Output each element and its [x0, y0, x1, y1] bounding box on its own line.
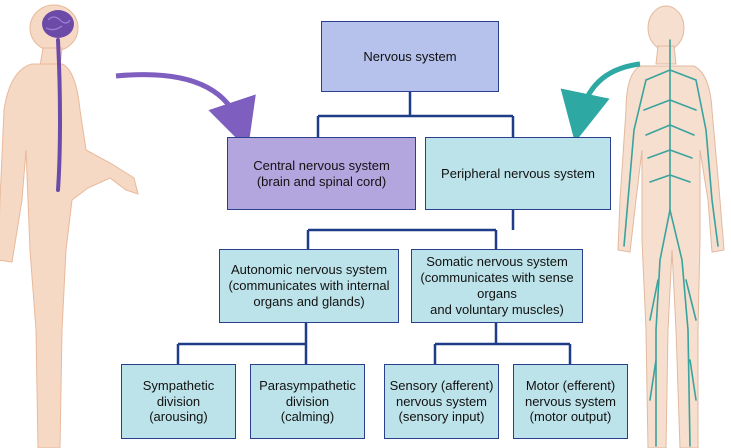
sensory-nervous-system-box: Sensory (afferent) nervous system (senso… — [384, 364, 499, 439]
parasympathetic-division-box: Parasympathetic division (calming) — [250, 364, 365, 439]
brain-icon — [42, 10, 74, 38]
human-figure-cns-icon — [0, 4, 139, 448]
autonomic-nervous-system-box: Autonomic nervous system (communicates w… — [219, 249, 399, 323]
spinal-cord-icon — [56, 38, 63, 192]
nervous-system-box: Nervous system — [321, 21, 499, 92]
cns-arrow — [115, 72, 256, 150]
sympathetic-division-box: Sympathetic division (arousing) — [121, 364, 236, 439]
somatic-nervous-system-box: Somatic nervous system (communicates wit… — [411, 249, 583, 323]
human-figure-pns-icon — [617, 5, 725, 448]
peripheral-nervous-system-box: Peripheral nervous system — [425, 137, 611, 210]
motor-nervous-system-box: Motor (efferent) nervous system (motor o… — [513, 364, 628, 439]
pns-arrow — [560, 61, 641, 143]
central-nervous-system-box: Central nervous system (brain and spinal… — [227, 137, 416, 210]
